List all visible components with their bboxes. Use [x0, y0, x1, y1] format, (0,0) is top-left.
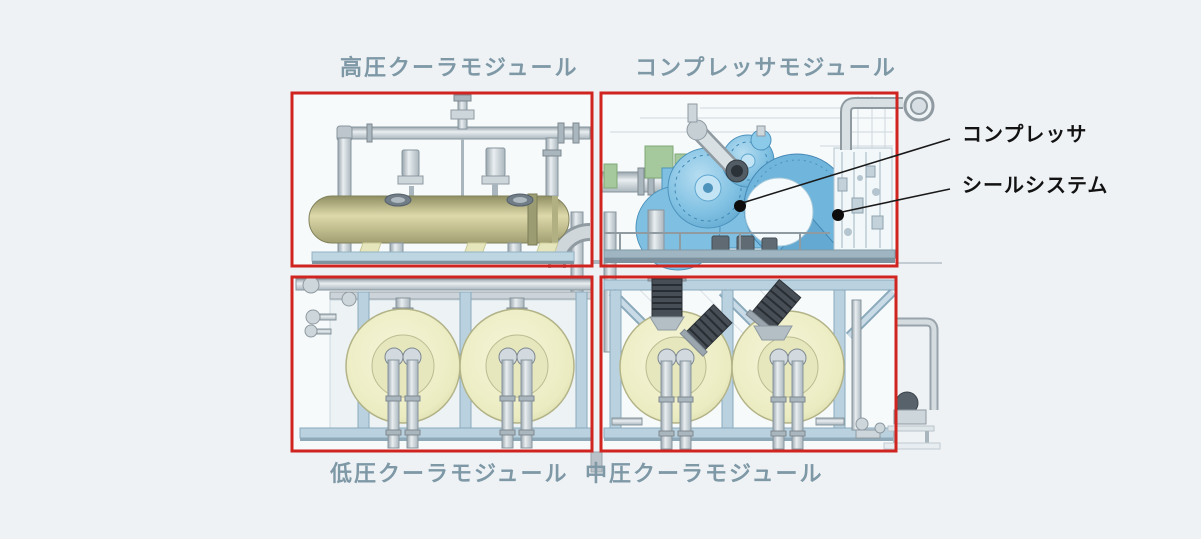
callout-leaders: [734, 138, 951, 221]
highlight-box-hp-cooler: [290, 91, 594, 268]
bellows-joint: [647, 275, 687, 331]
mp-cooler-drum: [731, 310, 845, 450]
compressor-port: [744, 177, 814, 247]
callout-label-compressor: コンプレッサ: [962, 124, 1088, 146]
module-base: [603, 249, 896, 259]
auxiliary-pump: [883, 317, 941, 450]
module-label-lp-cooler: 低圧クーラモジュール: [330, 461, 569, 486]
module-label-compressor: コンプレッサモジュール: [635, 55, 897, 80]
compressor-illustration: [601, 90, 942, 271]
lp-cooler-drum: [345, 297, 461, 449]
intake-pipe: [686, 103, 749, 183]
lp-cooler-illustration: [295, 276, 593, 449]
lp-cooler-drum: [459, 297, 575, 449]
small-fitting: [590, 451, 603, 473]
module-label-mp-cooler: 中圧クーラモジュール: [585, 461, 824, 486]
leader-line-compressor: [741, 138, 951, 204]
callout-dot-seal-system: [832, 209, 844, 221]
seal-system-panel: [833, 147, 893, 253]
hp-cooler-illustration: [308, 94, 591, 268]
leader-line-seal-system: [841, 188, 951, 213]
railing: [604, 232, 830, 250]
callout-dot-compressor: [734, 200, 746, 212]
hp-cooler-vessel: [308, 193, 570, 246]
module-base: [311, 251, 575, 262]
bellows-joint: [679, 303, 733, 357]
callout-label-seal-system: シールシステム: [962, 175, 1109, 197]
mp-cooler-illustration: [603, 275, 897, 450]
mp-cooler-drum: [619, 310, 733, 450]
highlight-box-compressor: [599, 91, 899, 268]
highlight-box-mp-cooler: [599, 275, 898, 453]
module-label-hp-cooler: 高圧クーラモジュール: [340, 55, 579, 80]
highlight-box-lp-cooler: [290, 275, 594, 453]
